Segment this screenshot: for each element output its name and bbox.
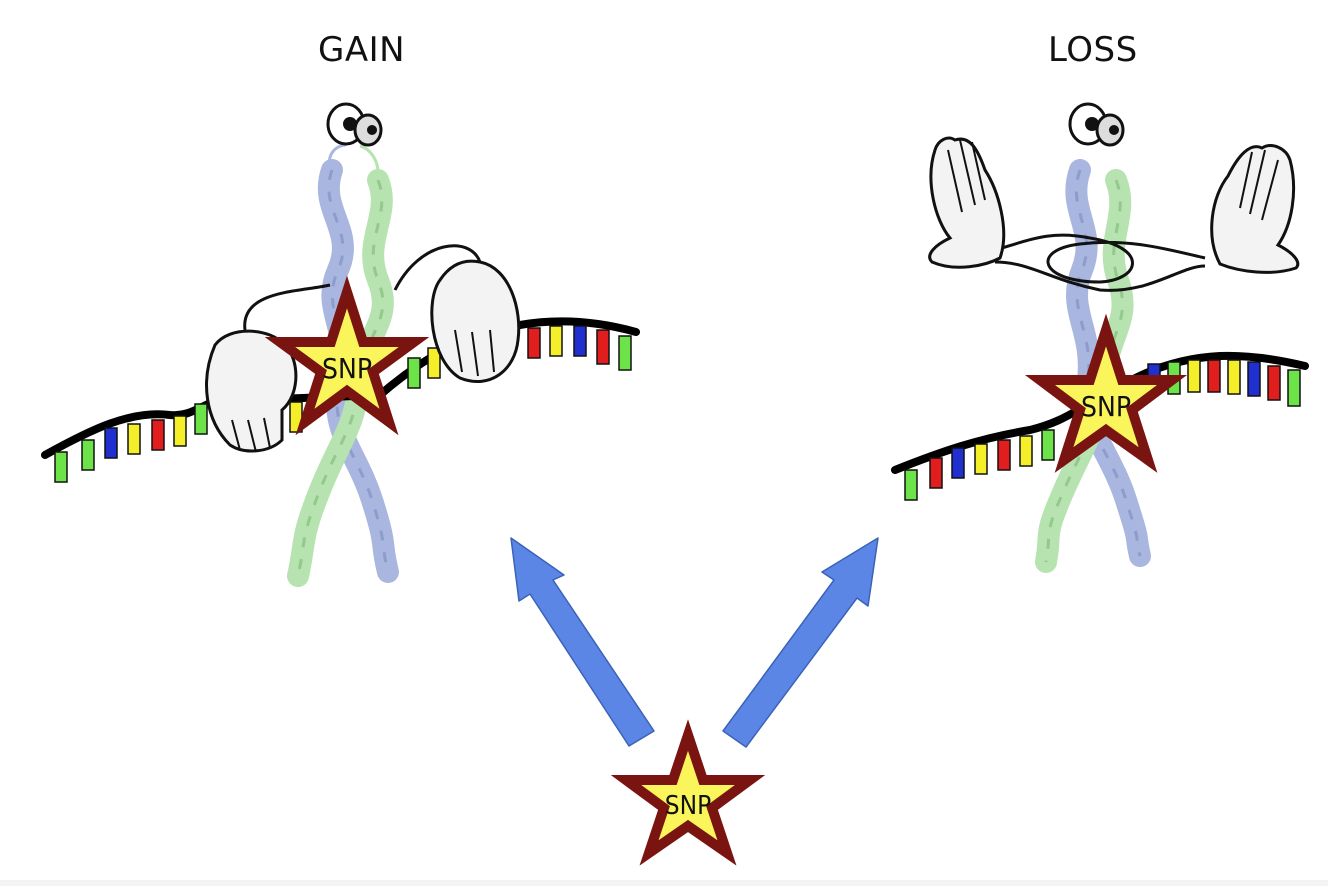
glove-icon bbox=[1210, 144, 1300, 274]
eye-icon bbox=[326, 102, 383, 147]
glove-icon bbox=[430, 259, 521, 384]
gain-panel: SNP bbox=[41, 102, 640, 587]
eye-icon bbox=[1068, 102, 1125, 147]
arrow-icon bbox=[722, 537, 879, 748]
loss-title: LOSS bbox=[1048, 30, 1138, 70]
bottom-border bbox=[0, 880, 1328, 886]
star-icon: SNP bbox=[1025, 313, 1187, 473]
star-icon: SNP bbox=[610, 719, 766, 866]
snp-label-source: SNP bbox=[665, 791, 711, 821]
snp-label-loss: SNP bbox=[1081, 390, 1131, 423]
glove-icon bbox=[928, 136, 1006, 269]
loss-panel: SNP bbox=[891, 102, 1309, 573]
glove-icon bbox=[205, 329, 298, 453]
arrow-icon bbox=[510, 537, 655, 747]
gain-title: GAIN bbox=[318, 30, 406, 70]
star-icon: SNP bbox=[264, 275, 430, 436]
snp-label-gain: SNP bbox=[322, 352, 372, 385]
